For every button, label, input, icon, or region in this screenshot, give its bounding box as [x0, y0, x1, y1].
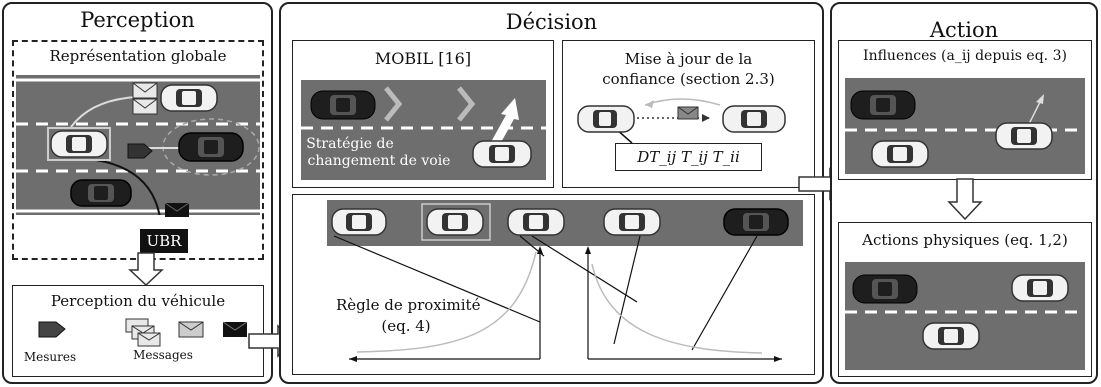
mobil-car-dark [310, 90, 376, 120]
envelope-dark-icon [164, 202, 190, 217]
decision-title: Décision [505, 10, 598, 34]
down-arrow-icon [128, 252, 164, 286]
lane-change-line1: Stratégie de [306, 136, 394, 152]
prox-car-4 [603, 208, 661, 236]
trust-car-left [577, 105, 635, 133]
prox-car-2 [421, 203, 491, 241]
message-dark-icon [222, 321, 248, 337]
mobil-car-light [472, 140, 532, 168]
vehicle-perception-label: Perception du véhicule [50, 292, 226, 310]
mobil-road-overlay [301, 86, 546, 146]
car-light-ego [47, 127, 111, 161]
messages-label: Messages [133, 348, 193, 362]
ubr-badge: UBR [140, 229, 188, 253]
proximity-line2: (eq. 4) [381, 317, 431, 335]
lane-change-line2: changement de voie [307, 153, 451, 169]
prox-car-3 [507, 208, 565, 236]
physical-car-right [1011, 274, 1069, 302]
message-icon [178, 321, 204, 338]
trust-line1: Mise à jour de la [624, 50, 753, 68]
influences-car-right [995, 122, 1053, 150]
influences-label: Influences (a_ij depuis eq. 3) [863, 48, 1067, 64]
car-dark-right [178, 132, 244, 162]
trust-diagram [607, 98, 721, 144]
trust-formula-box [615, 143, 762, 171]
prox-car-1 [331, 208, 387, 236]
measure-arrow-icon [38, 321, 66, 338]
physical-car-bottom [922, 322, 980, 350]
car-light-top [160, 84, 218, 112]
trust-formula: DT_ij T_ij T_ii [637, 148, 740, 166]
proximity-line1: Règle de proximité [336, 296, 481, 314]
sensor-arrow-icon [127, 143, 153, 159]
global-representation-label: Représentation globale [49, 47, 227, 65]
envelope-icon [132, 82, 158, 115]
mobil-label: MOBIL [16] [374, 49, 472, 68]
car-dark-bottom [70, 179, 132, 207]
influences-car-left [871, 140, 929, 168]
perception-title: Perception [80, 8, 195, 32]
trust-line2: confiance (section 2.3) [602, 70, 775, 88]
prox-car-5 [723, 208, 789, 236]
trust-car-right [722, 105, 786, 133]
proximity-plot [333, 235, 782, 362]
perception-road-overlay [16, 78, 260, 215]
messages-stack-icon [125, 318, 161, 347]
action-down-arrow-icon [947, 178, 983, 220]
physical-actions-label: Actions physiques (eq. 1,2) [862, 231, 1068, 249]
physical-car-dark [852, 274, 918, 304]
influences-car-dark [850, 90, 916, 120]
action-title: Action [929, 18, 999, 42]
physical-road-overlay [845, 310, 1085, 314]
measures-label: Mesures [23, 350, 77, 364]
